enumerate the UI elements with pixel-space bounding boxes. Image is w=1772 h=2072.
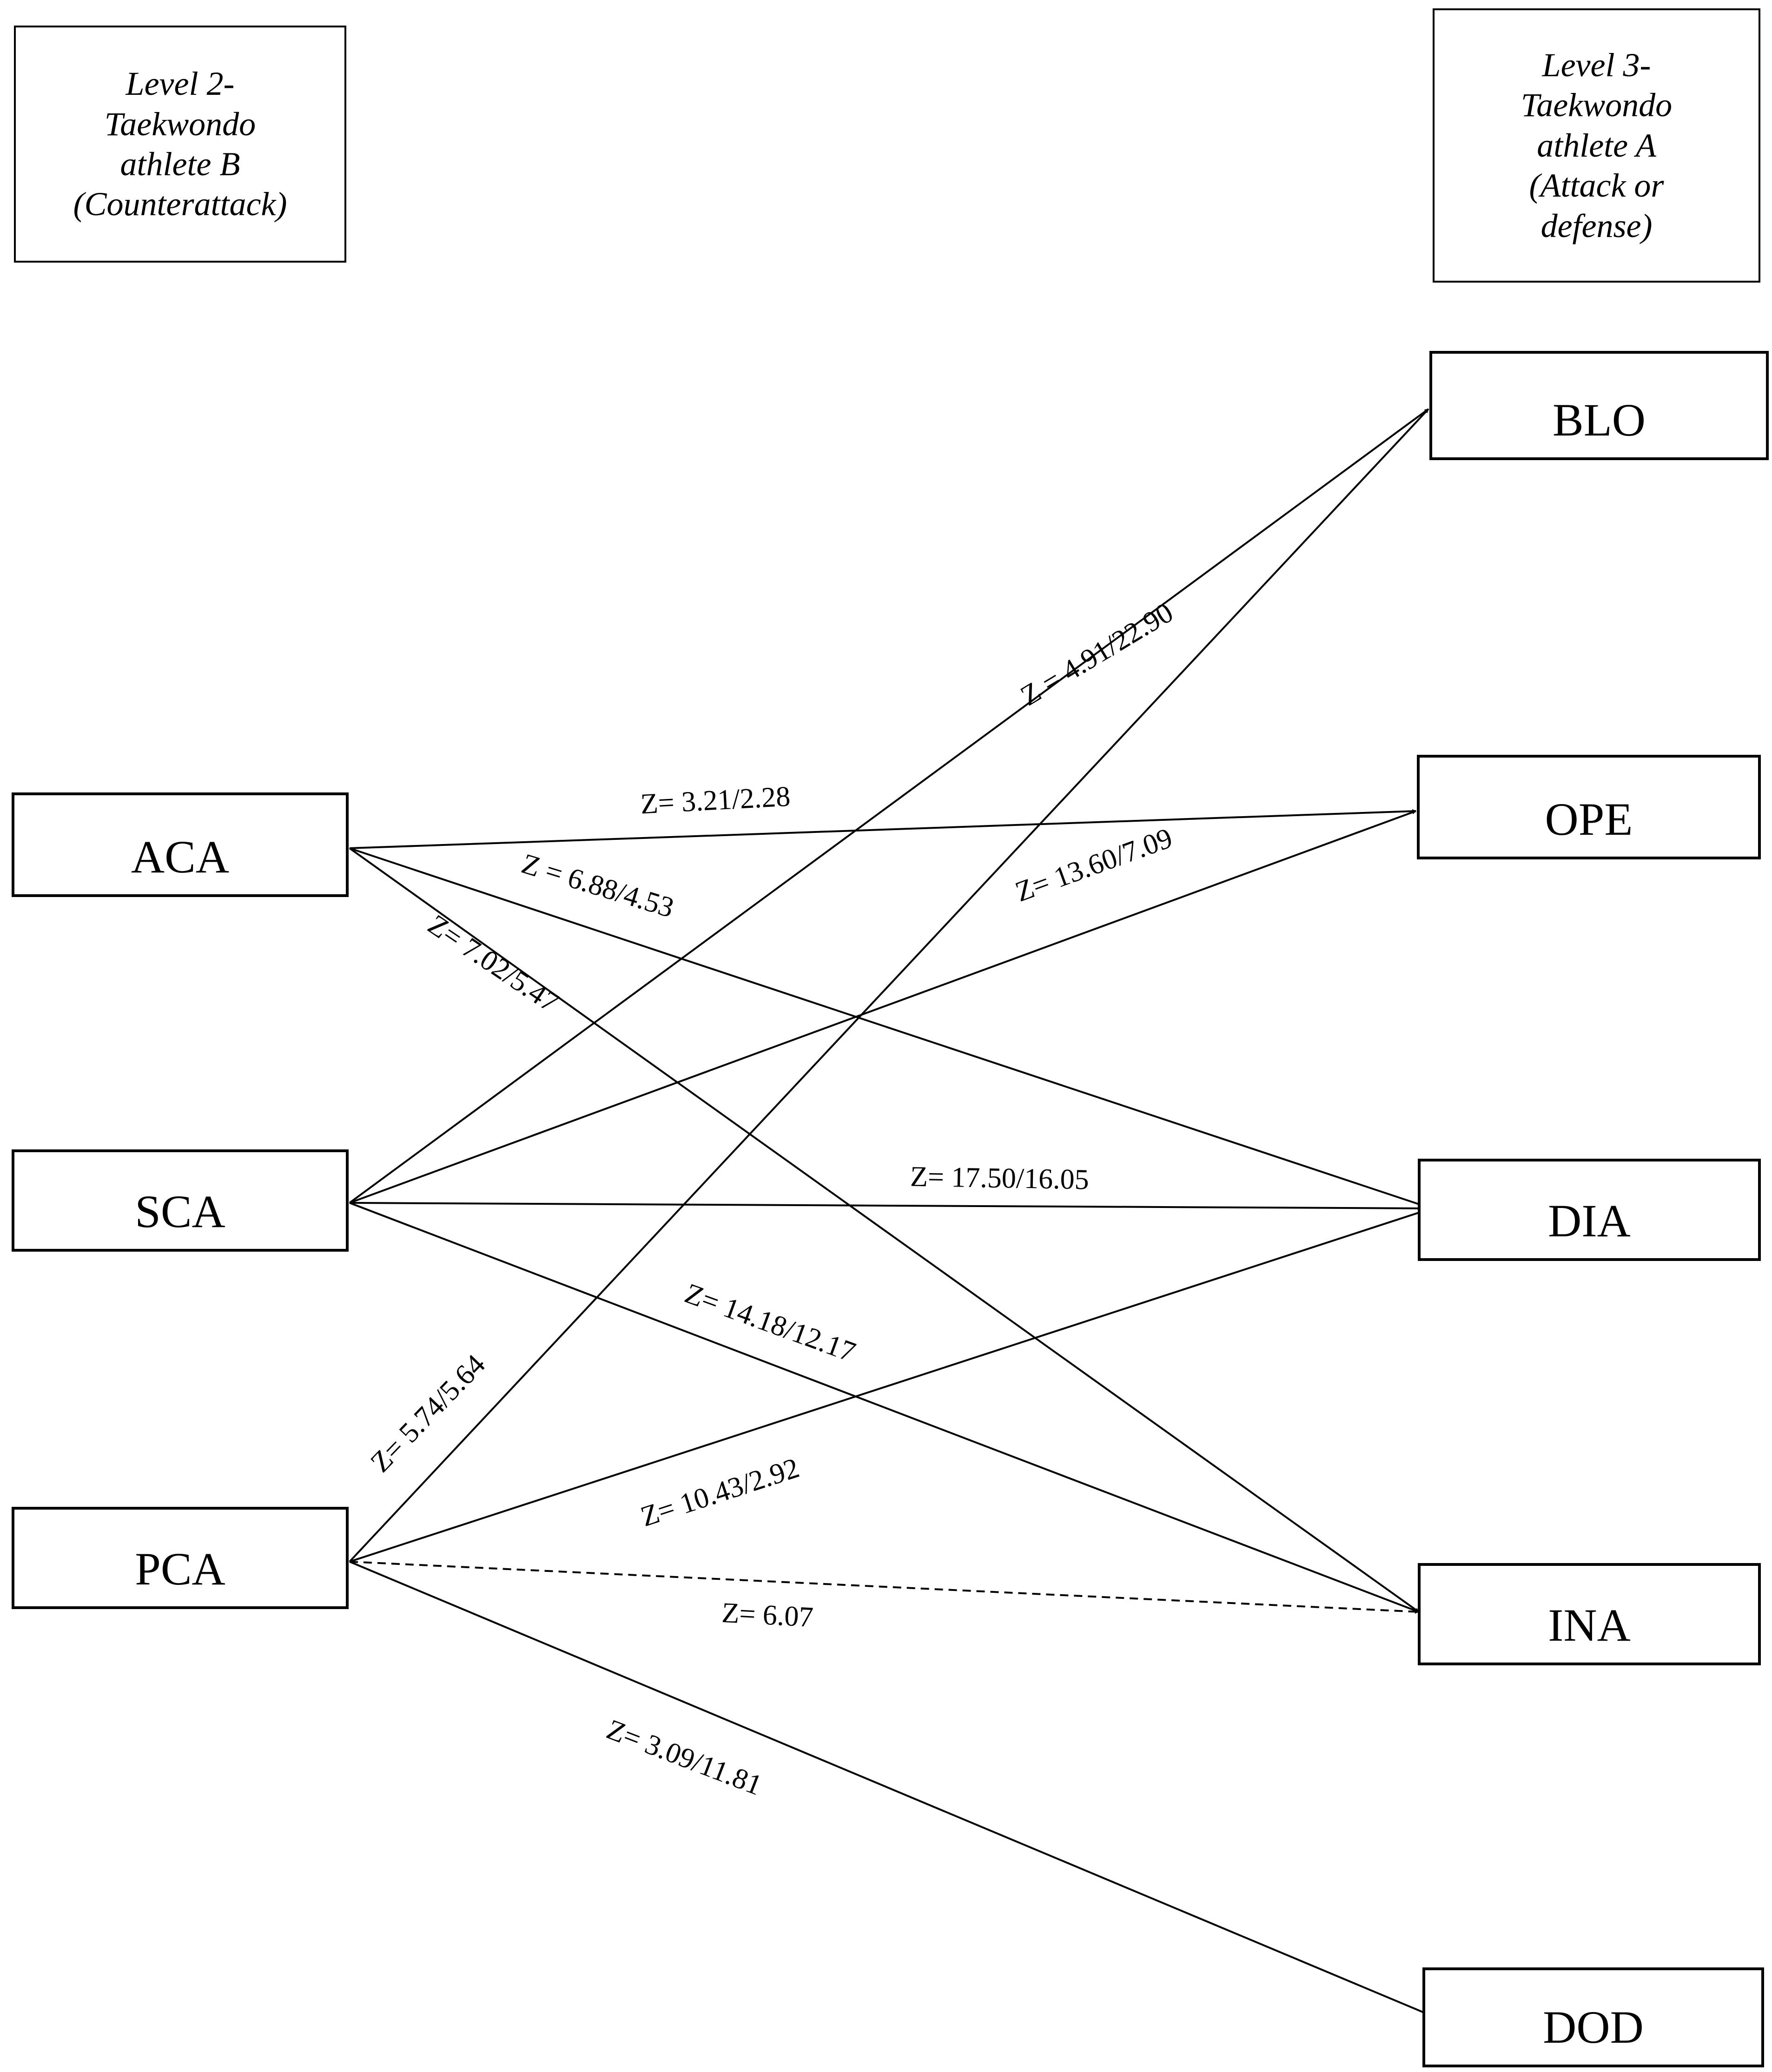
edge-sca-ina — [349, 1202, 1419, 1613]
edge-label-sca-dia: Z= 17.50/16.05 — [910, 1161, 1089, 1196]
edge-lines — [349, 408, 1432, 2016]
node-ope: OPE — [1417, 755, 1761, 859]
edge-aca-ina — [349, 847, 1420, 1613]
edge-label-pca-blo: Z= 5.74/5.64 — [364, 1348, 491, 1478]
edge-pca-ina — [349, 1561, 1419, 1614]
edge-sca-blo — [349, 408, 1429, 1204]
node-aca: ACA — [12, 792, 349, 897]
edge-pca-dia — [349, 1208, 1432, 1563]
edge-label-sca-ina: Z= 14.18/12.17 — [681, 1277, 860, 1368]
node-sca: SCA — [12, 1149, 349, 1252]
node-pca: PCA — [12, 1507, 349, 1609]
edge-label-aca-ina: Z= 7.02/5.47 — [422, 909, 564, 1019]
node-blo: BLO — [1429, 351, 1769, 460]
level-3-header: Level 3- Taekwondo athlete A (Attack or … — [1433, 8, 1760, 283]
edge-label-sca-blo: Z = 4.91/22.90 — [1015, 597, 1178, 712]
edge-aca-dia — [349, 847, 1432, 1209]
edge-label-sca-ope: Z= 13.60/7.09 — [1011, 822, 1177, 908]
node-dia: DIA — [1418, 1159, 1761, 1261]
edge-aca-ope — [349, 809, 1416, 849]
edge-label-pca-ina: Z= 6.07 — [721, 1597, 814, 1633]
node-ina: INA — [1418, 1563, 1761, 1665]
edge-pca-blo — [349, 408, 1429, 1563]
edge-labels: Z= 3.21/2.28Z = 6.88/4.53Z= 7.02/5.47Z =… — [364, 597, 1178, 1801]
node-dod: DOD — [1422, 1967, 1764, 2067]
edge-label-pca-dia: Z= 10.43/2.92 — [637, 1452, 803, 1533]
edge-label-aca-ope: Z= 3.21/2.28 — [640, 781, 791, 820]
edge-sca-dia — [349, 1202, 1432, 1211]
level-2-header: Level 2- Taekwondo athlete B (Counteratt… — [14, 26, 346, 263]
edge-pca-dod — [349, 1561, 1430, 2016]
edge-sca-ope — [349, 810, 1416, 1204]
